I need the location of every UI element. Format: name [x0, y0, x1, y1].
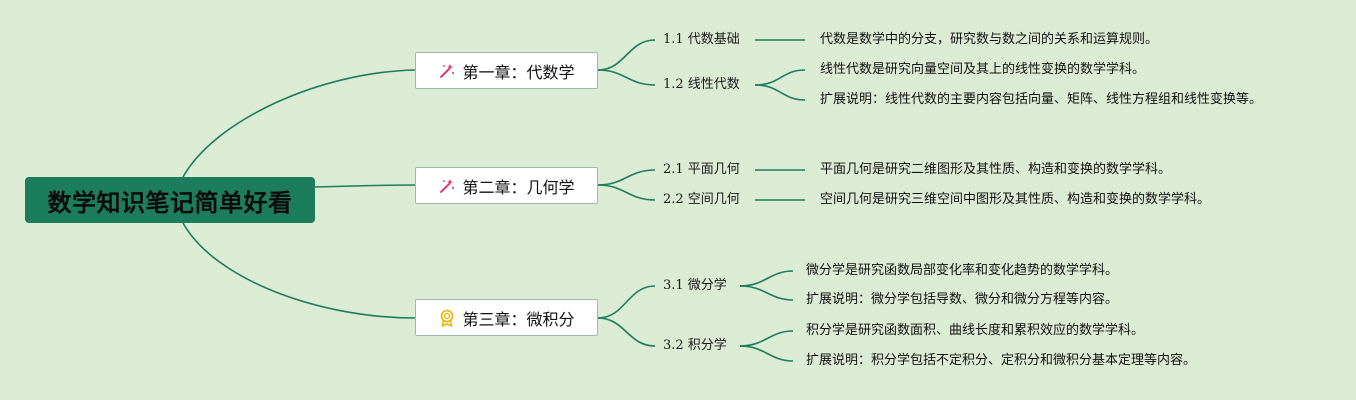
edge-ch2-s2 [597, 184, 656, 201]
edge-ch1-s2 [597, 69, 656, 86]
edge-root-ch3 [182, 222, 416, 319]
chapter-title: 第三章：微积分 [462, 309, 575, 329]
edge-s31-leaf1 [739, 270, 794, 287]
root-node[interactable]: 数学知识笔记简单好看 [25, 177, 315, 223]
magic-wand-icon [438, 177, 456, 195]
note-leaf[interactable]: 积分学是研究函数面积、曲线长度和累积效应的数学学科。 [806, 323, 1145, 338]
edge-ch3-s2 [597, 317, 656, 347]
edge-ch1-s1 [597, 39, 656, 71]
magic-wand-icon [438, 62, 456, 80]
section-node[interactable]: 3.2 积分学 [663, 338, 727, 353]
edge-root-ch1 [182, 69, 416, 178]
edge-s31-leaf2 [739, 285, 794, 301]
section-node[interactable]: 2.2 空间几何 [663, 192, 740, 207]
edge-ch3-s1 [597, 285, 656, 319]
edge-s32-leaf2 [739, 345, 794, 362]
note-leaf[interactable]: 扩展说明：积分学包括不定积分、定积分和微积分基本定理等内容。 [806, 353, 1197, 368]
note-leaf[interactable]: 线性代数是研究向量空间及其上的线性变换的数学学科。 [820, 62, 1146, 77]
note-leaf[interactable]: 扩展说明：线性代数的主要内容包括向量、矩阵、线性方程组和线性变换等。 [820, 92, 1263, 107]
edge-s32-leaf1 [739, 330, 794, 347]
edge-ch2-s1 [597, 169, 656, 186]
edge-s12-leaf1 [754, 69, 806, 86]
chapter-title: 第一章：代数学 [462, 62, 575, 82]
award-medal-icon [438, 309, 456, 327]
section-node[interactable]: 2.1 平面几何 [663, 162, 740, 177]
edge-root-ch2 [314, 184, 416, 188]
chapter-node-2[interactable]: 第二章：几何学 [415, 167, 598, 204]
note-leaf[interactable]: 微分学是研究函数局部变化率和变化趋势的数学学科。 [806, 263, 1119, 278]
chapter-node-1[interactable]: 第一章：代数学 [415, 52, 598, 89]
root-title: 数学知识笔记简单好看 [47, 188, 293, 217]
section-node[interactable]: 1.1 代数基础 [663, 32, 740, 47]
note-leaf[interactable]: 代数是数学中的分支，研究数与数之间的关系和运算规则。 [820, 32, 1159, 47]
section-node[interactable]: 3.1 微分学 [663, 278, 727, 293]
section-node[interactable]: 1.2 线性代数 [663, 77, 740, 92]
note-leaf[interactable]: 平面几何是研究二维图形及其性质、构造和变换的数学学科。 [820, 162, 1172, 177]
chapter-node-3[interactable]: 第三章：微积分 [415, 299, 598, 336]
note-leaf[interactable]: 扩展说明：微分学包括导数、微分和微分方程等内容。 [806, 292, 1119, 307]
edge-s12-leaf2 [754, 84, 806, 101]
note-leaf[interactable]: 空间几何是研究三维空间中图形及其性质、构造和变换的数学学科。 [820, 192, 1211, 207]
chapter-title: 第二章：几何学 [462, 177, 575, 197]
